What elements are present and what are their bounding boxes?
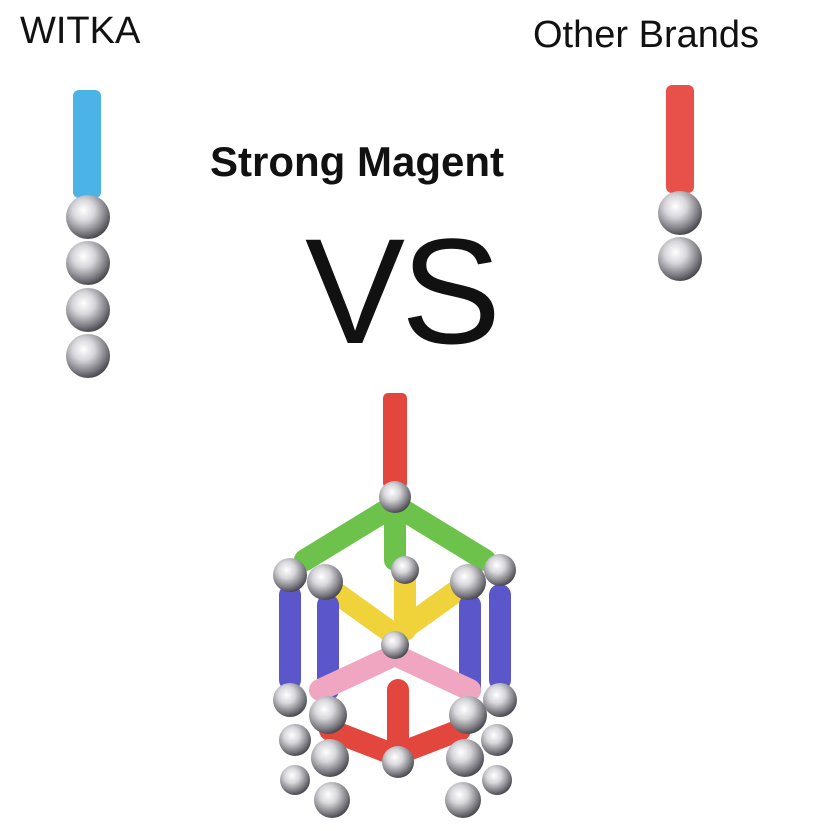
magnetic-structure: [273, 393, 517, 818]
headline: Strong Magent: [210, 138, 504, 185]
other-brands-label: Other Brands: [533, 14, 759, 56]
witka-magnet-rod: [66, 90, 110, 378]
other-brand-magnet-rod: [658, 85, 702, 281]
witka-brand-label: WITKA: [20, 10, 141, 52]
versus-text: VS: [305, 207, 501, 375]
